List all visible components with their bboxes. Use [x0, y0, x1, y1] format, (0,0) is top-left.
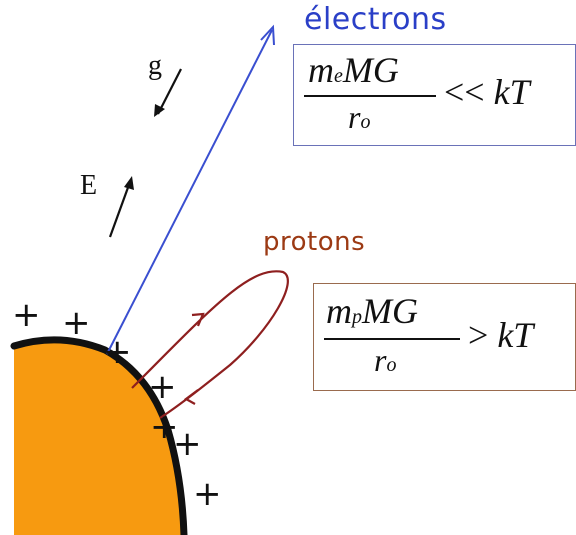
proton-arrow-up: [191, 312, 205, 327]
charge-plus: +: [148, 367, 177, 407]
gravity-arrow: [157, 68, 182, 115]
gravity-arrowhead: [154, 104, 165, 117]
proton-fraction: mpMG ro: [322, 290, 462, 384]
charge-plus: +: [62, 303, 91, 343]
proton-numerator: mpMG: [326, 291, 418, 331]
electron-relation: << kT: [444, 72, 530, 112]
proton-relation: > kT: [468, 315, 534, 355]
charge-plus: +: [193, 474, 222, 514]
electrons-label: électrons: [304, 2, 447, 37]
protons-label: protons: [263, 227, 366, 257]
proton-loop: [131, 270, 289, 419]
charge-plus: +: [103, 332, 132, 372]
field-arrow: [108, 181, 132, 238]
field-label: E: [80, 170, 98, 201]
electron-path: [106, 29, 273, 355]
electron-formula-box: meMG ro << kT: [293, 44, 576, 146]
star-surface: [14, 339, 184, 535]
electron-numerator: meMG: [308, 50, 399, 90]
proton-formula-box: mpMG ro > kT: [313, 283, 576, 391]
charge-plus: +: [12, 295, 41, 335]
charge-plus: +: [173, 424, 202, 464]
electron-arrowhead: [260, 24, 275, 46]
proton-arrow-down: [183, 389, 199, 405]
star-edge: [10, 336, 188, 535]
charge-plus: +: [150, 407, 179, 447]
electron-denominator: ro: [348, 99, 371, 135]
field-arrowhead: [124, 176, 134, 190]
electron-fraction-bar: [304, 95, 436, 97]
electron-fraction: meMG ro: [300, 49, 440, 141]
gravity-label: g: [148, 50, 162, 81]
proton-denominator: ro: [374, 342, 397, 378]
proton-fraction-bar: [324, 338, 460, 340]
